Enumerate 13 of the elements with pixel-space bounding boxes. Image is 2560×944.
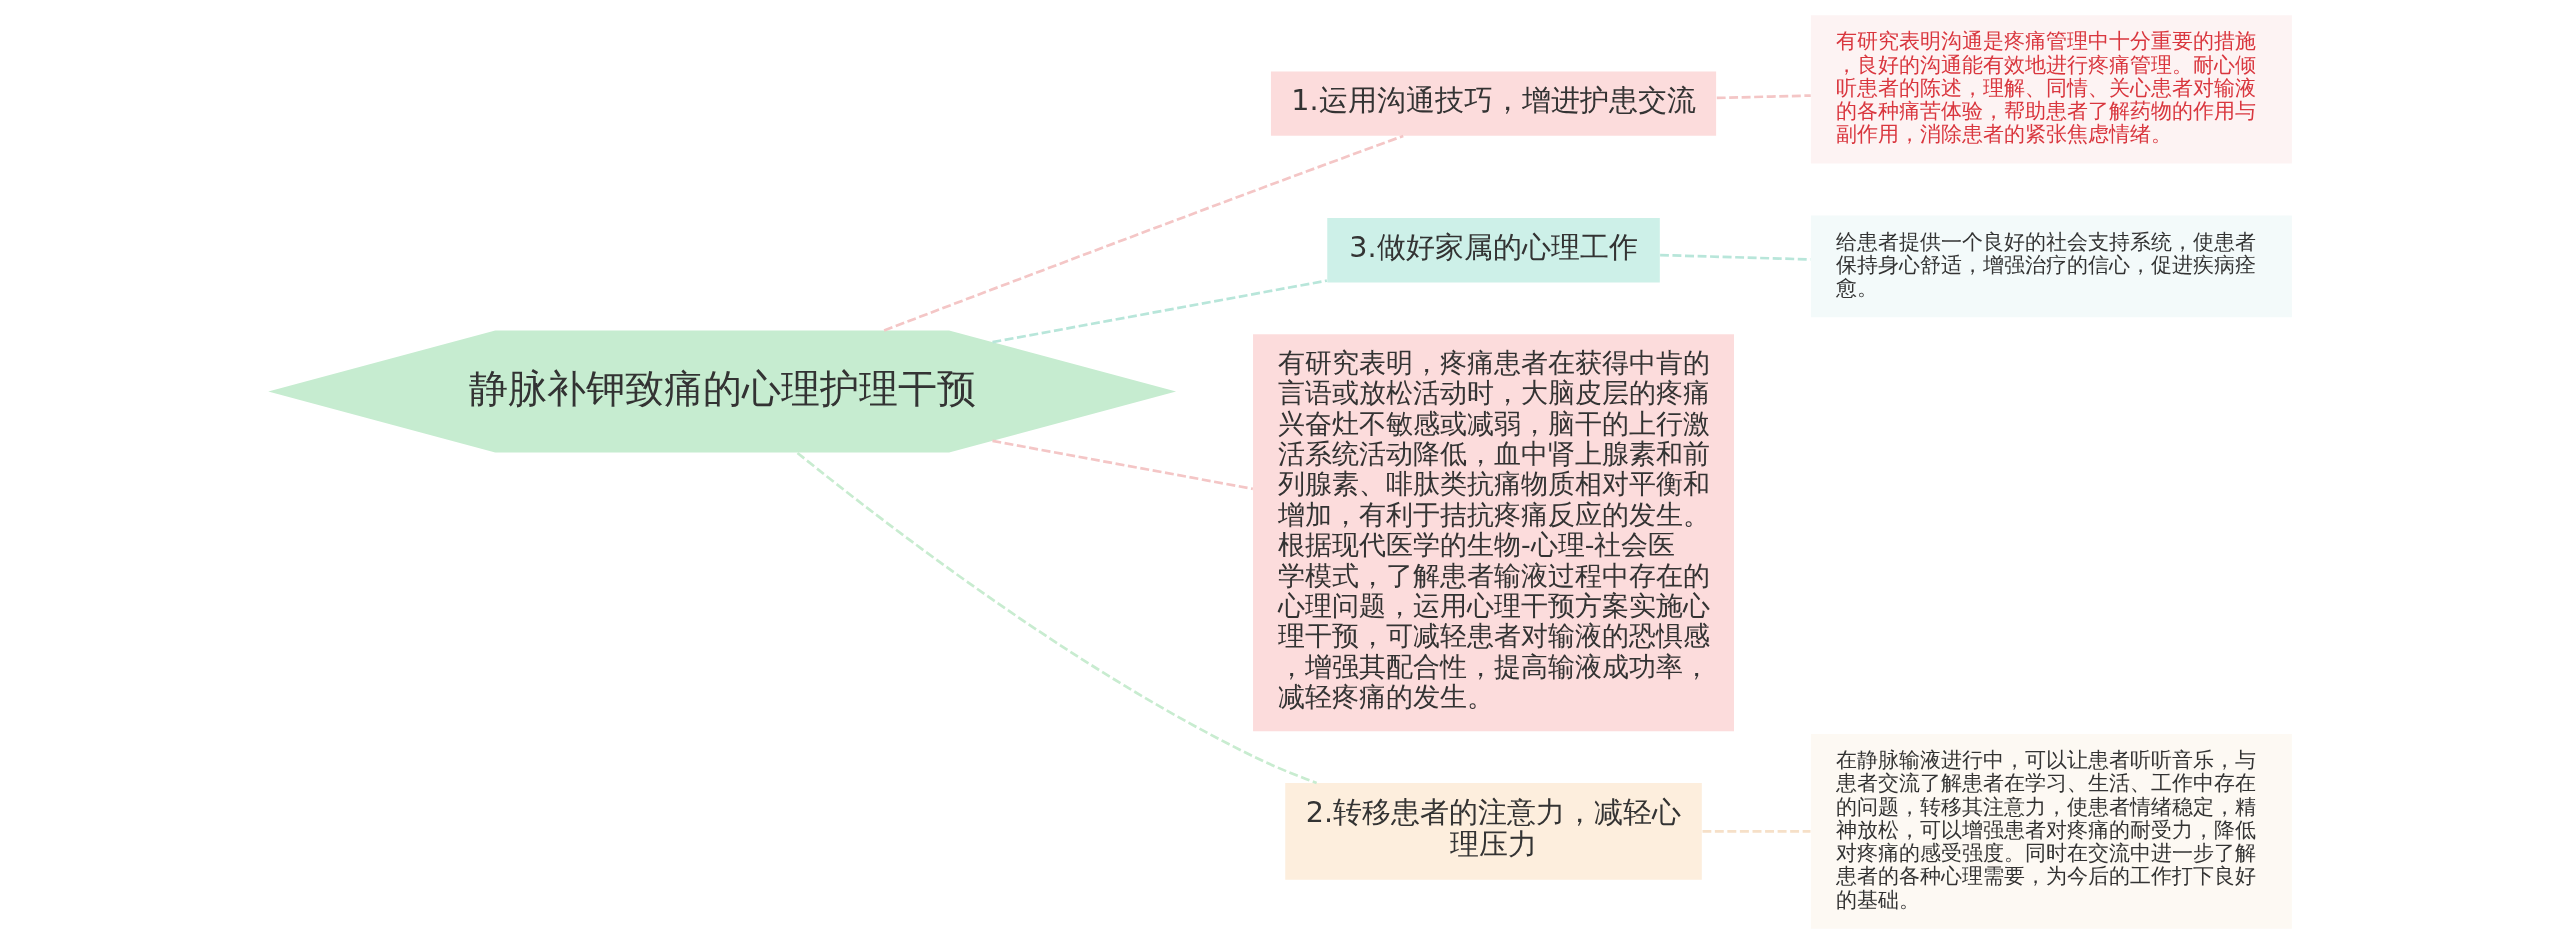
- node-box: 2.转移患者的注意力，减轻心理压力: [1285, 783, 1702, 880]
- connector: [1660, 253, 1811, 261]
- connector: [992, 439, 1254, 491]
- node-box: 有研究表明，疼痛患者在获得中肯的言语或放松活动时，大脑皮层的疼痛兴奋灶不敏感或减弱，脑干的上行激活系统活动降低，血中肾上腺素和前列腺素、啡肽类抗痛物质相对平衡和增加，有利于拮抗疼痛反应的发生。根据现代医学的生物-心理-社会医学模式，了解患者输液过程中存在的心理问题，运用心理干预方案实施心理干预，可减轻患者对输液的恐惧感，增强其配合性，提高输液成功率，减轻疼痛的发生。: [1253, 334, 1734, 732]
- node-box: 1.运用沟通技巧，增进护患交流: [1270, 71, 1717, 136]
- connector: [883, 134, 1404, 332]
- connector: [1702, 830, 1811, 833]
- node-box: 在静脉输液进行中，可以让患者听听音乐，与患者交流了解患者在学习、生活、工作中存在的问题，转移其注意力，使患者情绪稳定，精神放松，可以增强患者对疼痛的耐受力，降低对疼痛的感受强度。同时在交流中进一步了解患者的各种心理需要，为今后的工作打下良好的基础。: [1810, 733, 2292, 929]
- connector: [1716, 94, 1811, 100]
- connector: [992, 279, 1328, 344]
- node-box: 3.做好家属的心理工作: [1327, 218, 1660, 283]
- node-box: 有研究表明沟通是疼痛管理中十分重要的措施，良好的沟通能有效地进行疼痛管理。耐心倾听患者的陈述，理解、同情、关心患者对输液的各种痛苦体验，帮助患者了解药物的作用与副作用，消除患者的紧张焦虑情绪。: [1810, 15, 2292, 164]
- connector: [796, 451, 1318, 785]
